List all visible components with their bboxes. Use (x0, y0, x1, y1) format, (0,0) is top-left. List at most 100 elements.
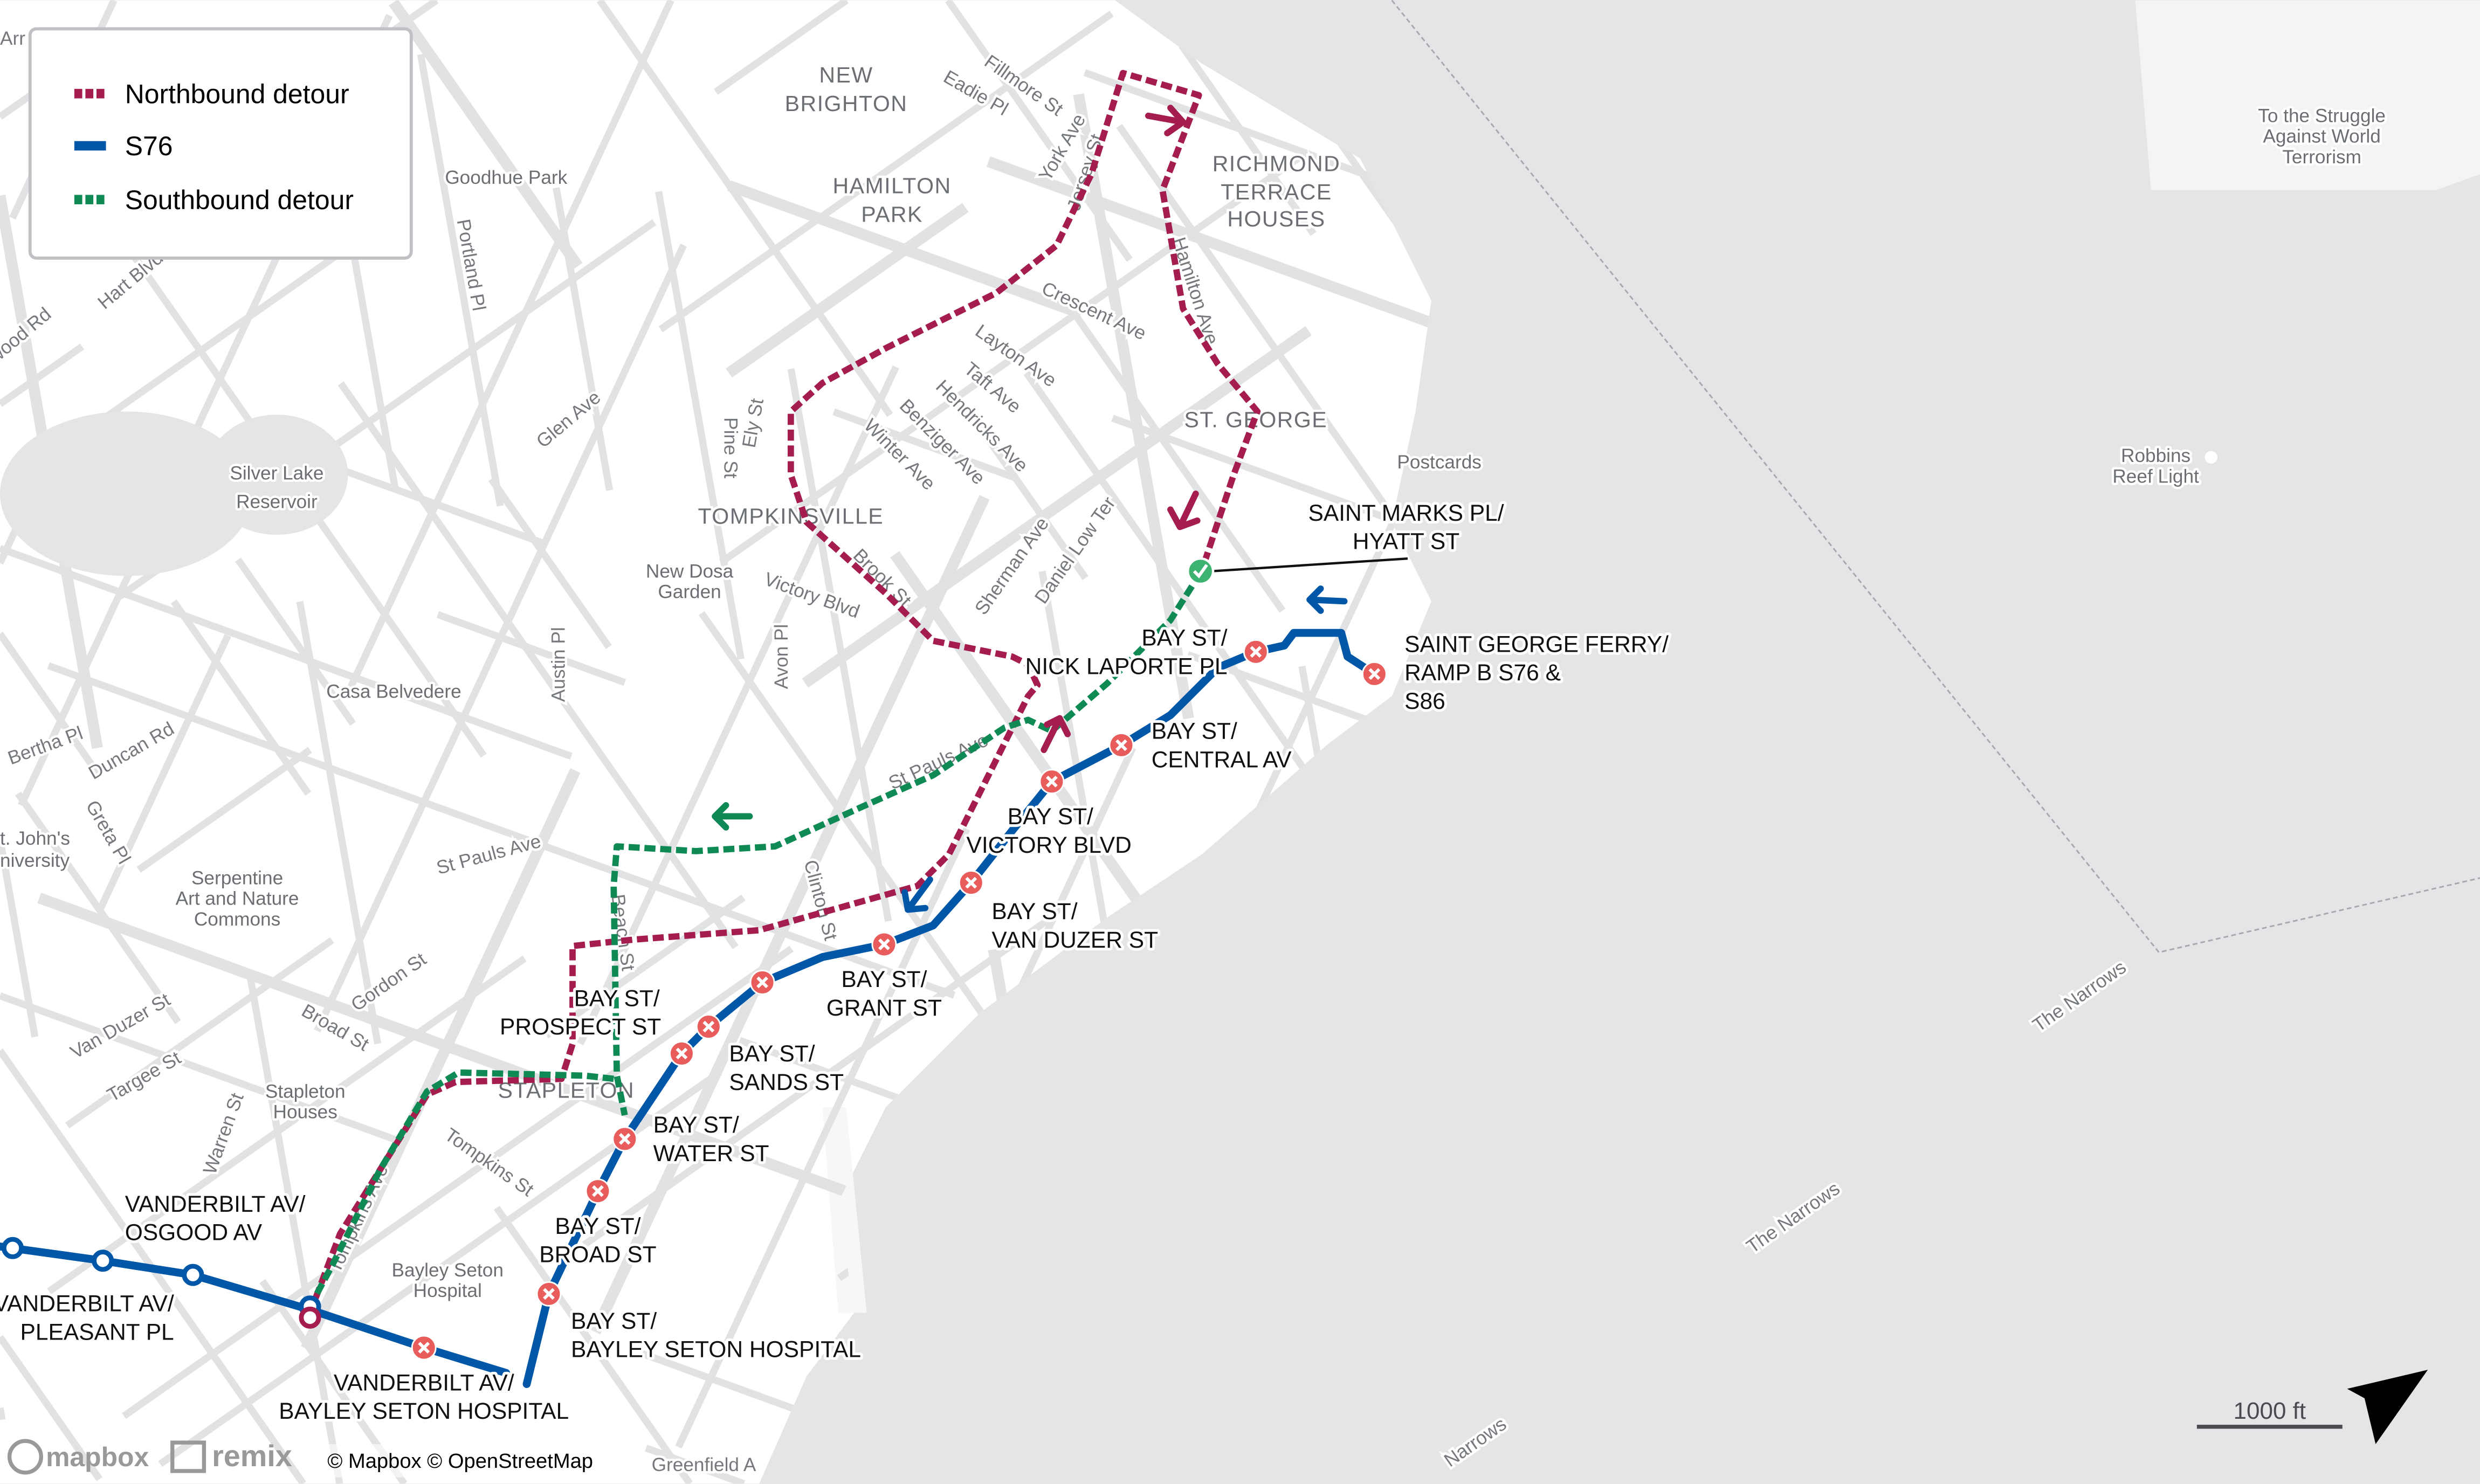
poi-casa-belvedere: Casa Belvedere (326, 681, 461, 702)
check-icon (1193, 564, 1208, 578)
street (658, 10, 1114, 333)
cancelled-stop[interactable] (1039, 769, 1065, 795)
stop-label-prospect: BAY ST/PROSPECT ST (500, 985, 661, 1040)
scale-bar: 1000 ft (2196, 1398, 2343, 1429)
cancelled-stop[interactable] (536, 1281, 562, 1307)
street (246, 974, 343, 1484)
cancelled-stop[interactable] (871, 931, 897, 957)
street (1111, 415, 1431, 611)
street (65, 937, 334, 1129)
north-arrow-icon[interactable] (2347, 1370, 2428, 1445)
x-icon (618, 1133, 631, 1145)
land-northeast (2135, 0, 2480, 190)
street (488, 477, 612, 649)
arrow-down-icon (1167, 491, 1201, 530)
x-icon (756, 976, 768, 989)
mapbox-logo-icon (7, 1439, 43, 1475)
s76-line-vanderbilt[interactable] (0, 1243, 511, 1377)
stop-labels: SAINT MARKS PL/HYATT ST SAINT GEORGE FER… (0, 498, 1671, 1427)
street-label: Pine St (720, 417, 741, 479)
cancelled-stop[interactable] (958, 870, 984, 896)
street-label: Greenfield A (652, 1454, 756, 1475)
street (0, 545, 573, 760)
arrow-up-icon (1041, 715, 1071, 754)
street (1187, 651, 1431, 774)
stops (1, 639, 1387, 1361)
street (787, 368, 892, 922)
water-boundary-line (1391, 0, 2480, 954)
cancelled-stop[interactable] (1243, 639, 1269, 665)
x-icon (676, 1047, 688, 1060)
x-icon (702, 1020, 715, 1033)
arrow-left-icon (712, 802, 753, 831)
street (0, 1407, 6, 1420)
stop-label-water: BAY ST/WATER ST (653, 1112, 769, 1167)
cancelled-stop[interactable] (612, 1126, 638, 1152)
southbound-detour-tompkins[interactable] (307, 1069, 614, 1308)
northbound-detour-line[interactable] (307, 70, 1261, 1314)
attribution-text[interactable]: © Mapbox © OpenStreetMap (327, 1450, 593, 1473)
remix-logo[interactable]: remix (212, 1439, 292, 1473)
street (1083, 69, 1431, 270)
cancelled-stop[interactable] (585, 1178, 611, 1204)
street (973, 420, 1089, 581)
silver-lake-reservoir-east (205, 415, 348, 535)
street (0, 992, 396, 1143)
street (37, 893, 956, 1237)
street (713, 0, 849, 95)
poi-goodhue-park: Goodhue Park (445, 167, 567, 188)
land-pier (822, 1107, 867, 1313)
street (347, 0, 674, 688)
street (417, 53, 504, 507)
stop-label-pleasant: VANDERBILT AV/PLEASANT PL (0, 1291, 174, 1345)
s76-stop[interactable] (92, 1250, 114, 1272)
s76-stop[interactable] (1, 1237, 24, 1259)
x-icon (592, 1185, 604, 1197)
attribution: mapbox remix © Mapbox © OpenStreetMap (7, 1439, 625, 1478)
arrow-left-icon (1306, 585, 1348, 614)
street (590, 495, 990, 1335)
legend-item-southbound: Southbound detour (74, 185, 354, 215)
cancelled-stop[interactable] (695, 1014, 721, 1040)
stop-label-sands: BAY ST/SANDS ST (729, 1041, 844, 1095)
northbound-detour-stop[interactable] (299, 1306, 321, 1329)
cancelled-stop[interactable] (669, 1040, 694, 1066)
s76-line-bay-st[interactable] (522, 629, 1379, 1388)
cancelled-stop[interactable] (1108, 732, 1134, 758)
mapbox-logo[interactable]: mapbox (46, 1442, 149, 1472)
cancelled-stop[interactable] (749, 969, 775, 995)
stop-label-bayley-bay: BAY ST/BAYLEY SETON HOSPITAL (571, 1308, 861, 1363)
route-northbound-detour[interactable] (307, 70, 1261, 1314)
arrow-right-icon (1145, 105, 1187, 136)
street (0, 632, 104, 779)
street (493, 1205, 693, 1484)
s76-stop[interactable] (182, 1264, 204, 1286)
x-icon (1368, 668, 1381, 680)
stop-label-saint-marks: SAINT MARKS PL/HYATT ST (1308, 500, 1504, 555)
street (436, 611, 626, 686)
route-southbound-detour[interactable] (307, 571, 1203, 1308)
route-s76[interactable] (0, 629, 1379, 1388)
street (389, 0, 583, 270)
street (802, 326, 1312, 688)
silver-lake-reservoir (0, 411, 253, 576)
x-icon (1046, 775, 1058, 788)
detour-stop-saint-marks[interactable] (1186, 557, 1215, 585)
legend-label: S76 (125, 131, 173, 161)
street (296, 600, 382, 1045)
southbound-detour-line[interactable] (610, 571, 1203, 1116)
street (986, 156, 1431, 462)
cancelled-stop[interactable] (411, 1335, 437, 1361)
street (47, 662, 956, 999)
cancelled-stop[interactable] (1361, 661, 1387, 687)
callout-leader-line (1211, 557, 1408, 572)
lighthouse-dot (2205, 451, 2218, 464)
